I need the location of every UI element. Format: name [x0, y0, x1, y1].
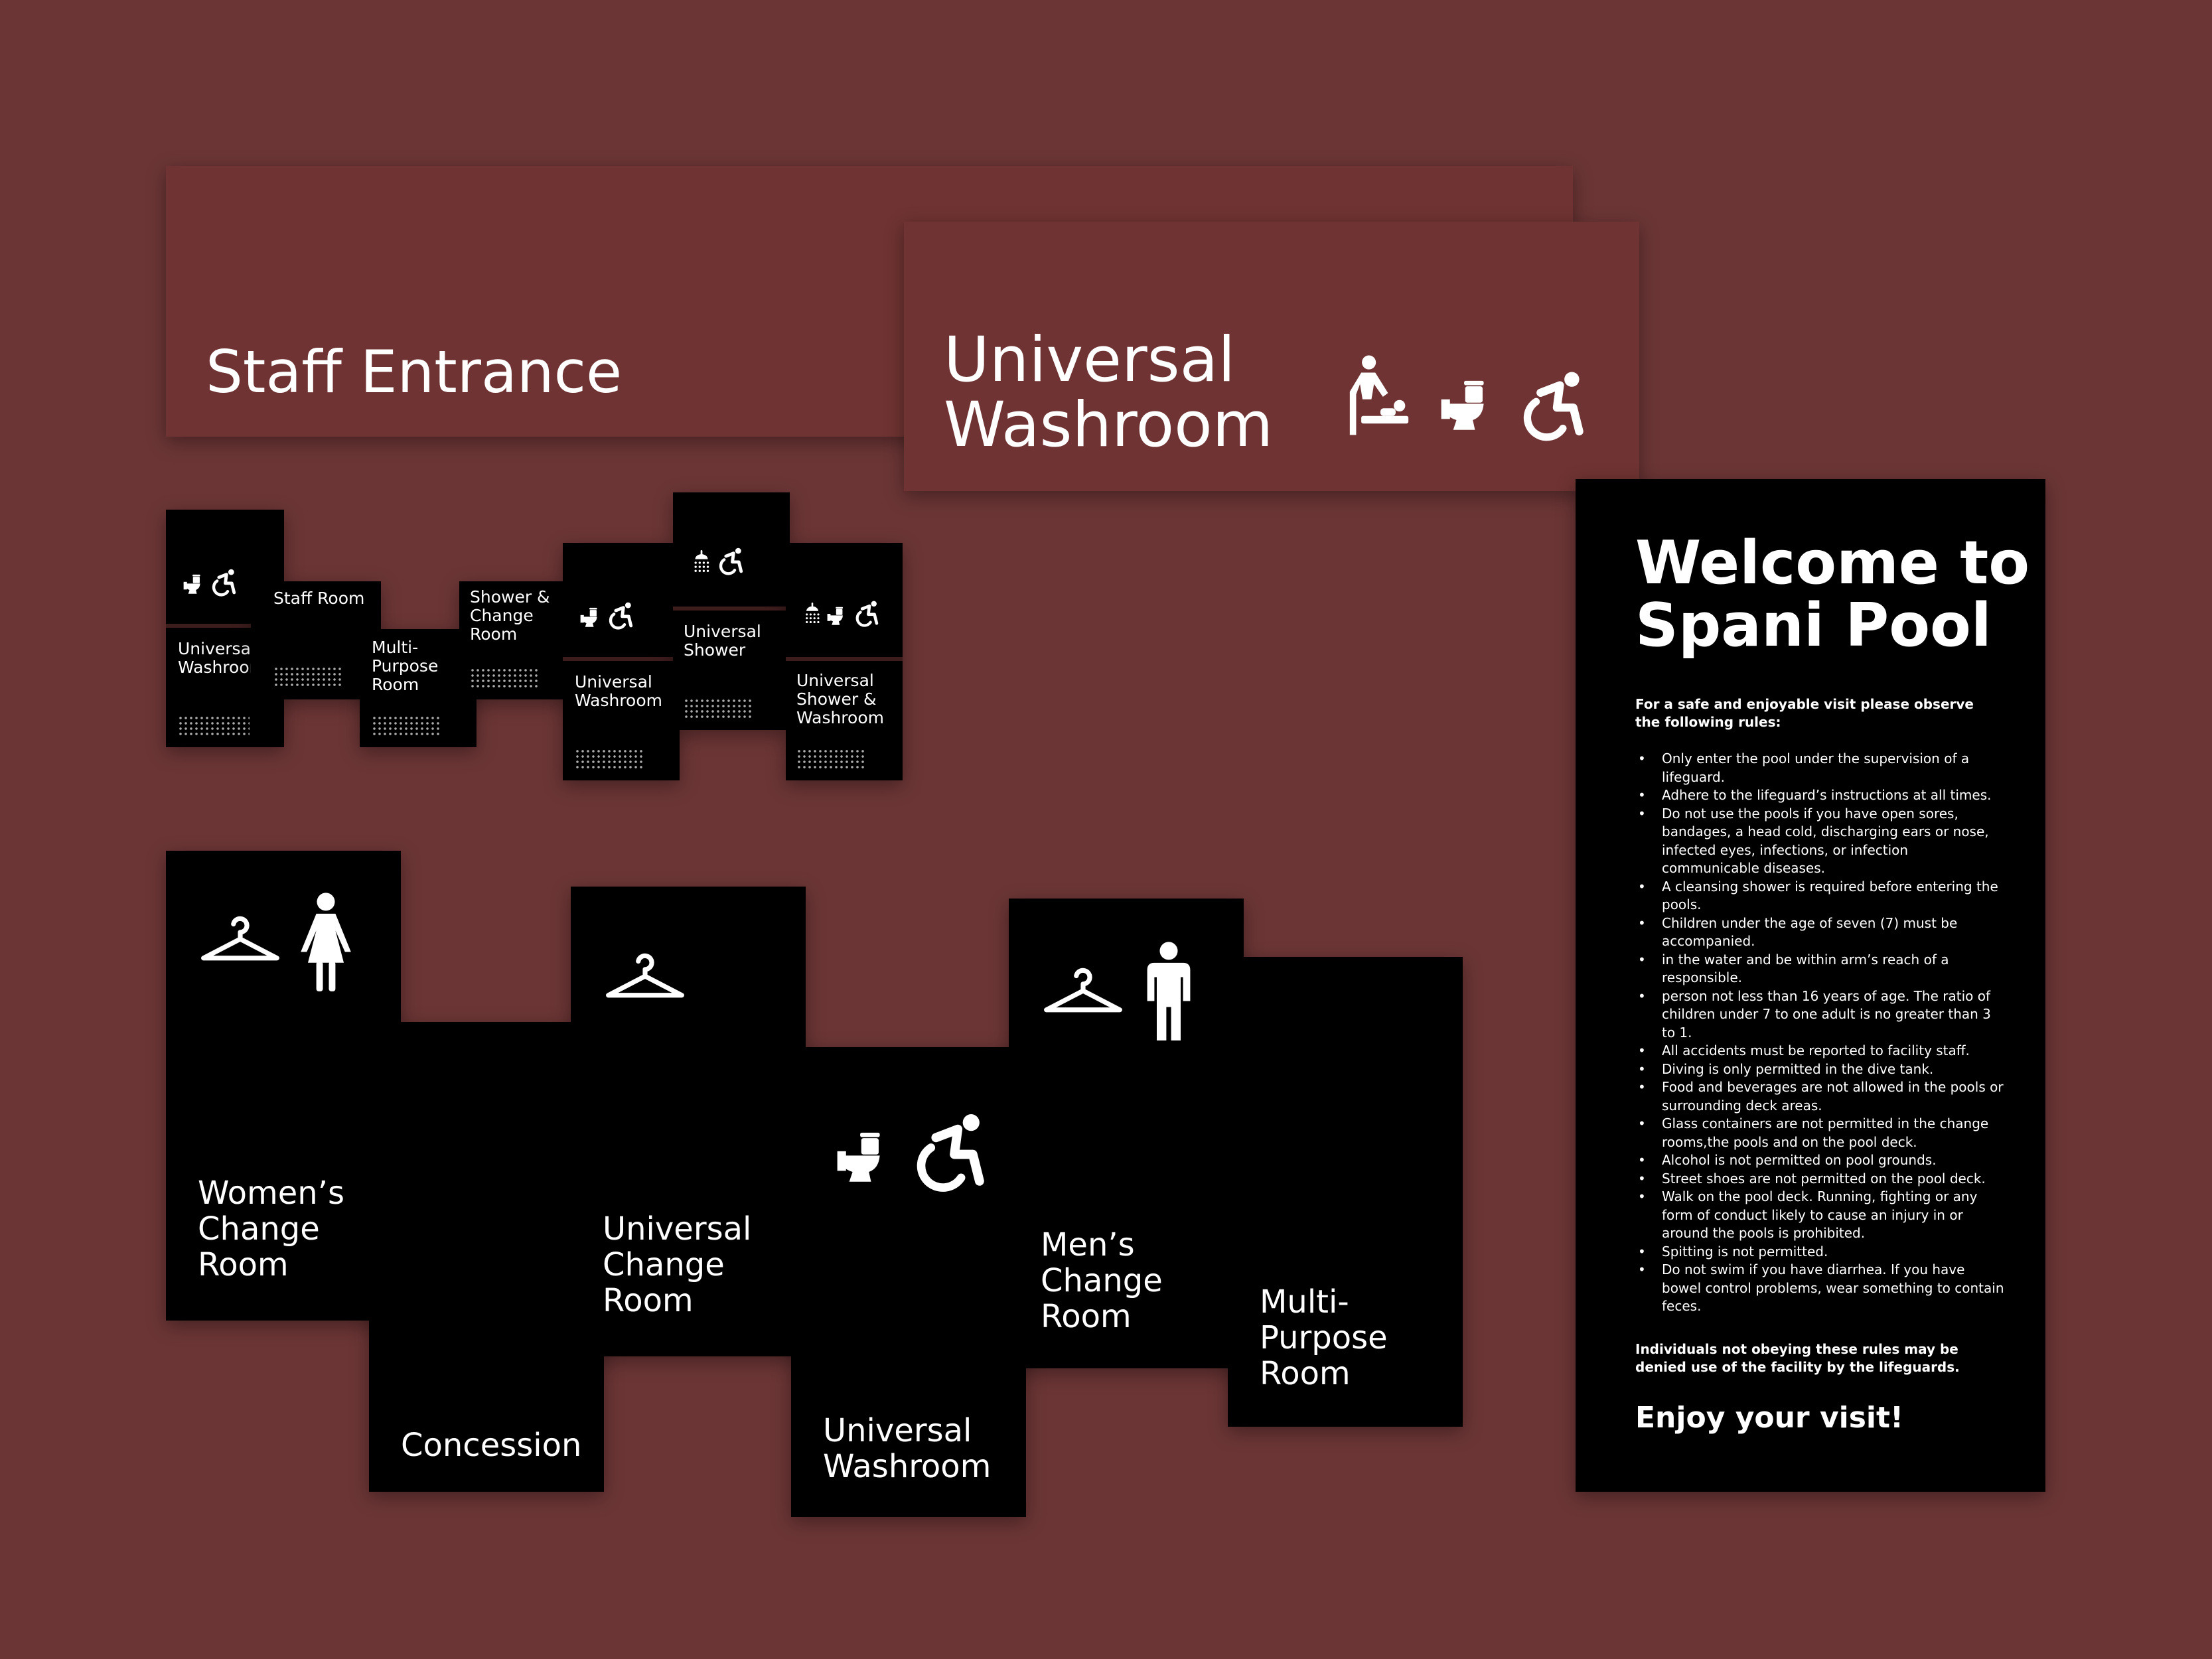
large-sign-label: Men’s Change Room	[1041, 1226, 1163, 1335]
toilet-icon	[836, 1118, 891, 1196]
rule-item: Do not use the pools if you have open so…	[1638, 805, 2007, 878]
toilet-icon	[1440, 376, 1495, 434]
rule-item: Diving is only permitted in the dive tan…	[1638, 1060, 2007, 1079]
rules-warning: Individuals not obeying these rules may …	[1635, 1341, 1960, 1375]
universal-washroom-label: Universal Washroom	[944, 324, 1274, 461]
small-sign-staff-room: Staff Room	[251, 581, 381, 699]
rule-item: Spitting is not permitted.	[1638, 1243, 2007, 1262]
large-sign-multi-purpose-room: Multi- Purpose Room	[1228, 957, 1463, 1427]
rule-item: Street shoes are not permitted on the po…	[1638, 1170, 2007, 1189]
rule-item: Walk on the pool deck. Running, fighting…	[1638, 1188, 2007, 1243]
rule-item: Food and beverages are not allowed in th…	[1638, 1078, 2007, 1115]
braille-dots	[273, 666, 342, 687]
sign-divider	[786, 657, 903, 661]
small-sign-label: Universal Washroom	[178, 639, 265, 677]
sign-divider	[563, 657, 680, 661]
rule-item: All accidents must be reported to facili…	[1638, 1042, 2007, 1060]
rule-item: A cleansing shower is required before en…	[1638, 878, 2007, 914]
rules-title: Welcome to Spani Pool	[1635, 528, 2030, 660]
woman-icon	[296, 887, 356, 999]
hanger-icon	[199, 910, 281, 965]
rule-item: person not less than 16 years of age. Th…	[1638, 987, 2007, 1043]
large-sign-womens-change-room: Women’s Change Room	[166, 851, 401, 1321]
braille-dots	[684, 698, 753, 719]
small-sign-universal-washroom-2: Universal Washroom	[563, 543, 680, 780]
rule-item: Adhere to the lifeguard’s instructions a…	[1638, 786, 2007, 805]
large-sign-label: Women’s Change Room	[198, 1175, 344, 1283]
accessible-icon	[852, 600, 880, 628]
staff-entrance-label: Staff Entrance	[206, 338, 623, 406]
accessible-icon	[208, 568, 238, 597]
large-sign-universal-washroom: Universal Washroom	[791, 1047, 1026, 1517]
rule-item: Do not swim if you have diarrhea. If you…	[1638, 1261, 2007, 1316]
small-sign-label: Universal Washroom	[575, 672, 662, 710]
sign-divider	[673, 607, 790, 611]
man-icon	[1139, 936, 1199, 1048]
small-sign-multi-purpose-room: Multi- Purpose Room	[360, 629, 477, 747]
accessible-icon	[1512, 369, 1590, 443]
shower-icon	[690, 548, 713, 575]
rules-closing: Enjoy your visit!	[1635, 1401, 1904, 1435]
sign-divider	[166, 624, 284, 628]
small-sign-shower-change-room: Shower & Change Room	[459, 581, 576, 699]
accessible-icon	[905, 1111, 990, 1194]
small-sign-label: Staff Room	[273, 589, 365, 608]
small-sign-label: Universal Shower	[684, 622, 761, 660]
rule-item: Only enter the pool under the supervisio…	[1638, 750, 2007, 786]
large-sign-label: Concession	[401, 1427, 582, 1464]
toilet-icon	[183, 571, 204, 597]
large-sign-concession: Concession	[369, 1022, 604, 1492]
small-sign-universal-shower-washroom: Universal Shower & Washroom	[786, 543, 903, 780]
small-sign-universal-shower: Universal Shower	[673, 492, 790, 730]
braille-dots	[470, 668, 539, 689]
large-sign-label: Universal Washroom	[823, 1412, 992, 1485]
small-sign-label: Shower & Change Room	[470, 587, 550, 644]
universal-washroom-overhead-sign: Universal Washroom	[904, 222, 1639, 491]
shower-icon	[802, 600, 823, 626]
large-sign-label: Universal Change Room	[603, 1210, 752, 1319]
braille-dots	[575, 749, 644, 770]
pool-rules-board: Welcome to Spani Pool For a safe and enj…	[1576, 479, 2045, 1492]
rule-item: Glass containers are not permitted in th…	[1638, 1115, 2007, 1151]
rule-item: in the water and be within arm’s reach o…	[1638, 951, 2007, 987]
toilet-icon	[580, 604, 601, 630]
accessible-icon	[715, 547, 745, 576]
hanger-icon	[604, 948, 686, 1002]
small-sign-label: Universal Shower & Washroom	[796, 671, 884, 727]
accessible-icon	[605, 601, 634, 630]
braille-dots	[372, 715, 441, 737]
toilet-icon	[827, 604, 847, 628]
small-sign-label: Multi- Purpose Room	[372, 638, 439, 694]
baby-change-icon	[1347, 354, 1411, 438]
rules-intro: For a safe and enjoyable visit please ob…	[1635, 696, 1974, 730]
large-sign-label: Multi- Purpose Room	[1260, 1283, 1388, 1392]
braille-dots	[796, 749, 865, 770]
rule-item: Children under the age of seven (7) must…	[1638, 914, 2007, 951]
large-sign-mens-change-room: Men’s Change Room	[1009, 899, 1244, 1368]
hanger-icon	[1042, 962, 1124, 1017]
rules-list: Only enter the pool under the supervisio…	[1637, 750, 2007, 1316]
braille-dots	[178, 715, 250, 737]
rule-item: Alcohol is not permitted on pool grounds…	[1638, 1151, 2007, 1170]
large-sign-universal-change-room: Universal Change Room	[571, 887, 806, 1356]
